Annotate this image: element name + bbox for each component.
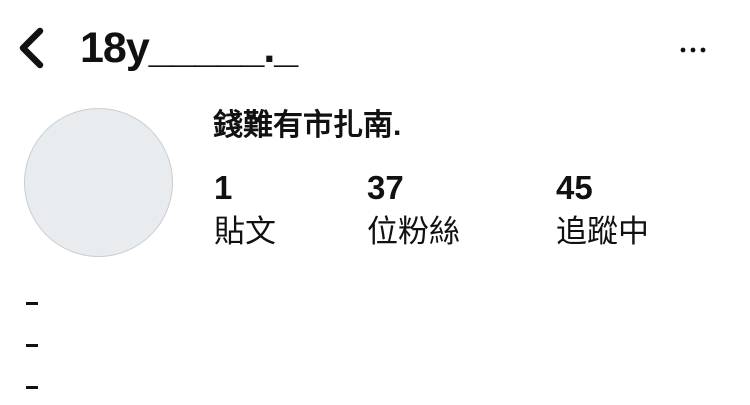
stat-following[interactable]: 45 追蹤中	[556, 168, 649, 252]
profile-display-name: 錢難有市扎南.	[213, 109, 402, 142]
more-horizontal-icon	[676, 40, 710, 60]
following-count: 45	[556, 169, 593, 206]
followers-label: 位粉絲	[367, 214, 460, 249]
followers-count: 37	[367, 169, 404, 206]
posts-label: 貼文	[214, 214, 276, 249]
back-button[interactable]	[14, 24, 54, 72]
profile-username: 18y_____._	[80, 24, 298, 72]
more-options-button[interactable]	[676, 40, 710, 60]
bio-line-1	[26, 302, 38, 305]
avatar[interactable]	[24, 108, 173, 257]
stat-posts[interactable]: 1 貼文	[214, 168, 276, 252]
bio-line-2	[26, 344, 38, 347]
posts-count: 1	[214, 169, 233, 206]
chevron-left-icon	[14, 24, 54, 72]
following-label: 追蹤中	[556, 214, 649, 249]
stat-followers[interactable]: 37 位粉絲	[367, 168, 460, 252]
bio-line-3	[26, 386, 38, 389]
